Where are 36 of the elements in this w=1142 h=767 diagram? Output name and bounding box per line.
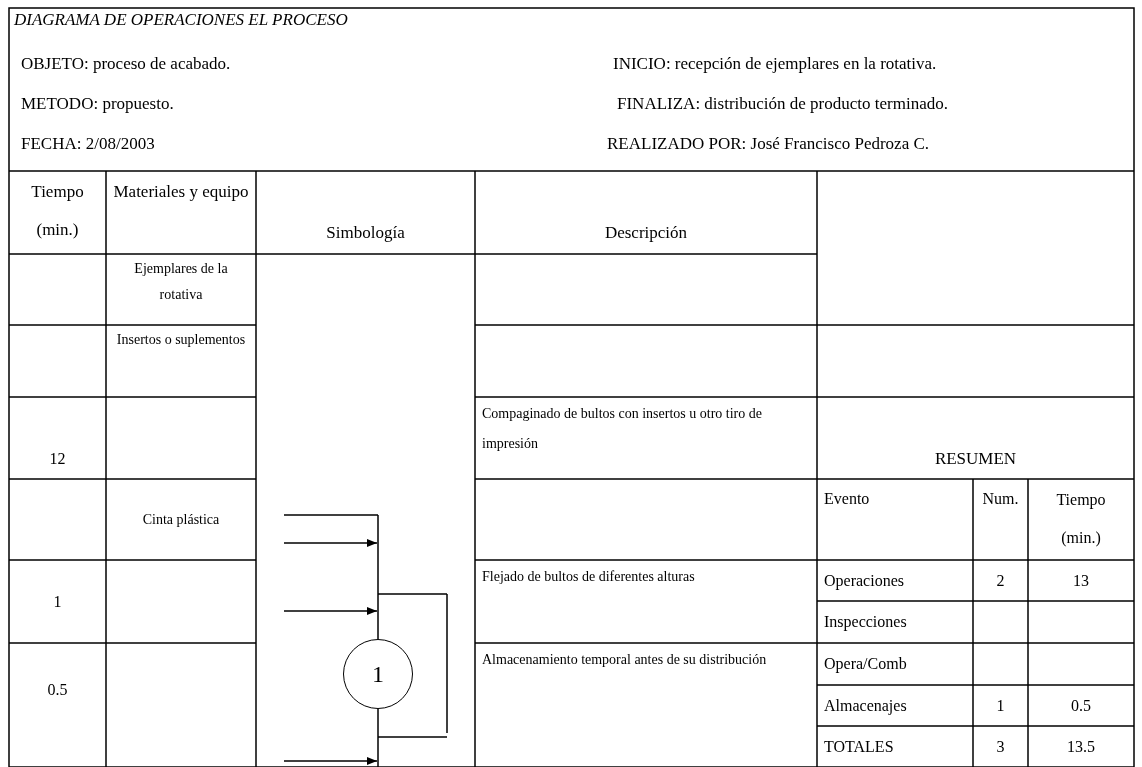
material-text: Cinta plástica: [141, 510, 221, 529]
count-value: 1: [995, 695, 1006, 716]
time-value: 0.5: [46, 680, 69, 700]
summary-header: Num.: [981, 489, 1020, 509]
summary-header: Evento: [824, 489, 871, 509]
event-name: Opera/Comb: [824, 654, 908, 675]
header-field: OBJETO: proceso de acabado.: [21, 48, 567, 80]
header-field: REALIZADO POR: José Francisco Pedroza C.: [607, 128, 1123, 160]
time-value: 13.5: [1066, 736, 1096, 757]
description-text: Compaginado de bultos con insertos u otro tiro de impresión: [482, 405, 763, 453]
count-value: 3: [995, 736, 1006, 757]
description-text: Almacenamiento temporal antes de su distribución: [482, 651, 768, 669]
material-text: Ejemplares de la rotativa: [133, 260, 229, 304]
title: DIAGRAMA DE OPERACIONES EL PROCESO: [14, 10, 348, 30]
count-value: 2: [995, 570, 1006, 591]
description-text: Flejado de bultos de diferentes alturas: [482, 568, 696, 586]
header-field: INICIO: recepción de ejemplares en la rotativa.: [613, 48, 1119, 80]
event-name: Operaciones: [824, 570, 905, 592]
summary-heading: RESUMEN: [933, 448, 1018, 470]
summary-header: Tiempo (min.): [1055, 490, 1107, 549]
header-field: FINALIZA: distribución de producto terminado.: [617, 88, 1123, 120]
column-header: Materiales y equipo: [113, 181, 249, 203]
column-header: Descripción: [603, 222, 689, 244]
time-value: 13: [1072, 570, 1090, 591]
operation-circle: 1: [343, 639, 413, 709]
event-name: Inspecciones: [824, 612, 908, 633]
column-header: Simbología: [325, 222, 406, 244]
header-field: METODO: propuesto.: [21, 88, 567, 120]
time-value: 12: [48, 449, 67, 469]
time-value: 1: [52, 591, 63, 612]
event-name: Almacenajes: [824, 695, 908, 717]
time-value: 0.5: [1070, 695, 1092, 716]
column-header: Tiempo (min.): [30, 181, 85, 241]
material-text: Insertos o suplementos: [115, 331, 247, 349]
event-name: TOTALES: [824, 736, 895, 757]
header-field: FECHA: 2/08/2003: [21, 128, 567, 160]
